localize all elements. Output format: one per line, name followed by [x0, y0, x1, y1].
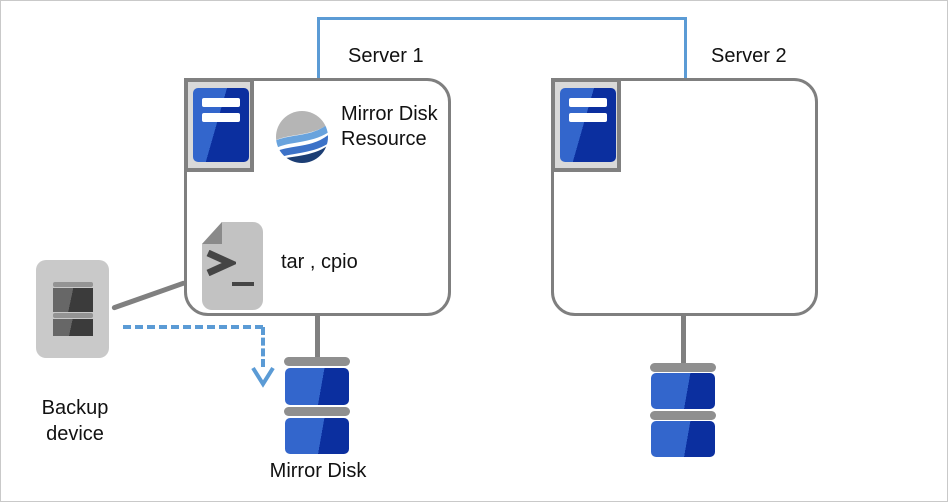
server-tower-icon — [551, 78, 621, 172]
mirror-disk-icon — [650, 363, 716, 372]
mirror-disk-resource-label: Mirror Disk Resource — [341, 103, 438, 150]
server-link-line — [317, 17, 687, 79]
backup-connection-line — [111, 280, 187, 311]
disk-connector-line — [681, 312, 686, 366]
mirror-disk-icon — [285, 368, 349, 405]
tape-cartridge — [53, 319, 93, 336]
mirror-disk-label: Mirror Disk — [269, 460, 367, 482]
mirror-disk-icon — [284, 407, 350, 416]
prompt-chevron-icon — [206, 250, 236, 276]
tape-cartridge — [53, 288, 93, 312]
backup-commands-label: tar , cpio — [281, 251, 358, 273]
tape-slot-bar — [53, 313, 93, 318]
drive-bay-slot — [569, 98, 607, 107]
mirror-disk-icon — [285, 418, 349, 454]
drive-bay-slot — [569, 113, 607, 122]
server-tower — [560, 88, 616, 162]
mirror-disk-icon — [284, 357, 350, 366]
dashed-arrow-down-icon — [251, 366, 275, 388]
server-tower-icon — [184, 78, 254, 172]
mirror-disk-icon — [650, 411, 716, 420]
mirror-disk-resource-icon — [276, 111, 328, 163]
backup-flow-line — [123, 325, 263, 329]
tape-slot-bar — [53, 282, 93, 287]
prompt-underscore — [232, 282, 254, 286]
backup-device-icon — [36, 260, 109, 358]
mirror-disk-icon — [651, 421, 715, 457]
server2-label: Server 2 — [711, 45, 787, 67]
backup-flow-line — [261, 327, 265, 367]
server1-label: Server 1 — [348, 45, 424, 67]
server-tower — [193, 88, 249, 162]
drive-bay-slot — [202, 98, 240, 107]
disk-connector-line — [315, 312, 320, 360]
mirror-disk-icon — [651, 373, 715, 409]
backup-device-label: Backup device — [41, 397, 109, 445]
drive-bay-slot — [202, 113, 240, 122]
